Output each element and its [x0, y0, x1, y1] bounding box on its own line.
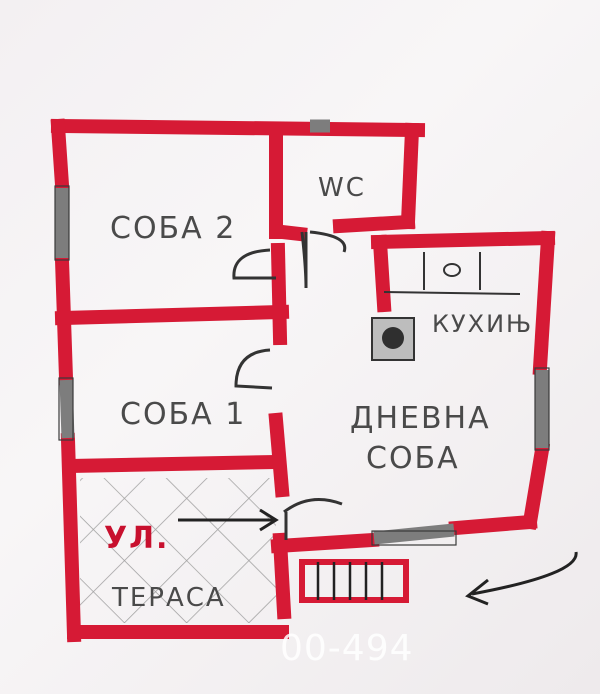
walls	[50, 118, 556, 643]
label-room-1: СОБА 1	[120, 397, 246, 432]
label-wc: WC	[318, 173, 366, 203]
kitchen-counter	[383, 252, 521, 295]
label-entrance: УЛ.	[104, 521, 169, 556]
terrace-hatch	[80, 478, 276, 623]
entrance-arrow-icon	[178, 508, 279, 532]
stairs	[299, 559, 409, 603]
direction-arrow-icon	[465, 551, 578, 606]
label-kitchen: КУХИЊ	[432, 310, 533, 338]
window-outlines	[54, 185, 550, 546]
label-living-room-line2: СОБА	[366, 441, 460, 476]
watermark: 00-494	[280, 628, 414, 669]
label-room-2: СОБА 2	[110, 211, 236, 246]
doors	[232, 230, 347, 540]
label-living-room-line1: ДНЕВНА	[350, 401, 491, 436]
label-terrace: ТЕРАСА	[111, 583, 226, 613]
stove-icon	[371, 317, 415, 361]
